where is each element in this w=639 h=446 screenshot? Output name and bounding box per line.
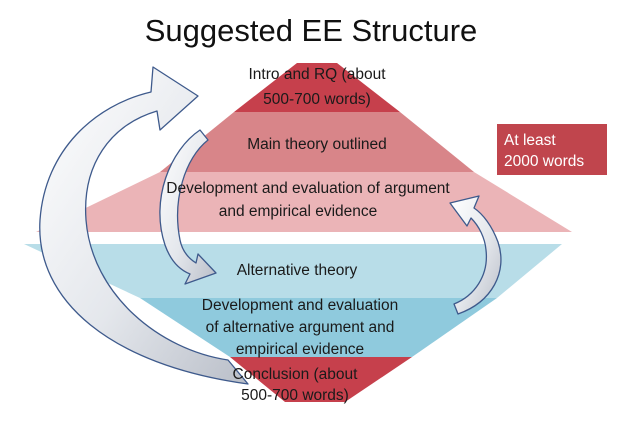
section-conclusion-label: Conclusion (about 500-700 words)	[233, 366, 359, 404]
development-main-line-1: Development and evaluation of argument	[166, 180, 450, 197]
section-development-alt-label: Development and evaluation of alternativ…	[202, 297, 398, 358]
conclusion-line-1: Conclusion (about	[233, 366, 359, 383]
intro-line-1: Intro and RQ (about	[249, 66, 387, 83]
alternative-theory-line-1: Alternative theory	[237, 262, 358, 279]
section-main-theory-label: Main theory outlined	[247, 136, 387, 153]
main-theory-line-1: Main theory outlined	[247, 136, 387, 153]
main-to-alternative-arrow-icon	[159, 129, 217, 285]
word-count-badge-box	[497, 124, 607, 175]
development-alt-line-3: empirical evidence	[236, 341, 364, 358]
page-title: Suggested EE Structure	[145, 13, 478, 48]
big-return-arrow-icon	[39, 66, 249, 385]
word-count-badge: At least 2000 words	[497, 124, 607, 175]
section-alternative-theory-label: Alternative theory	[237, 262, 358, 279]
section-development-main-label: Development and evaluation of argument a…	[166, 180, 450, 220]
conclusion-line-2: 500-700 words)	[241, 387, 349, 404]
section-alternative-theory-band	[24, 244, 562, 298]
badge-line-2: 2000 words	[504, 153, 584, 170]
section-main-theory-band	[160, 112, 474, 172]
section-intro-label: Intro and RQ (about 500-700 words)	[249, 66, 387, 108]
alternative-to-main-arrow-icon	[449, 195, 502, 315]
development-alt-line-1: Development and evaluation	[202, 297, 398, 314]
badge-line-1: At least	[504, 132, 556, 149]
intro-line-2: 500-700 words)	[263, 91, 371, 108]
development-main-line-2: and empirical evidence	[219, 203, 378, 220]
section-conclusion-band	[230, 357, 412, 402]
development-alt-line-2: of alternative argument and	[206, 319, 395, 336]
section-intro-band	[234, 63, 400, 112]
section-development-alt-band	[140, 298, 497, 357]
